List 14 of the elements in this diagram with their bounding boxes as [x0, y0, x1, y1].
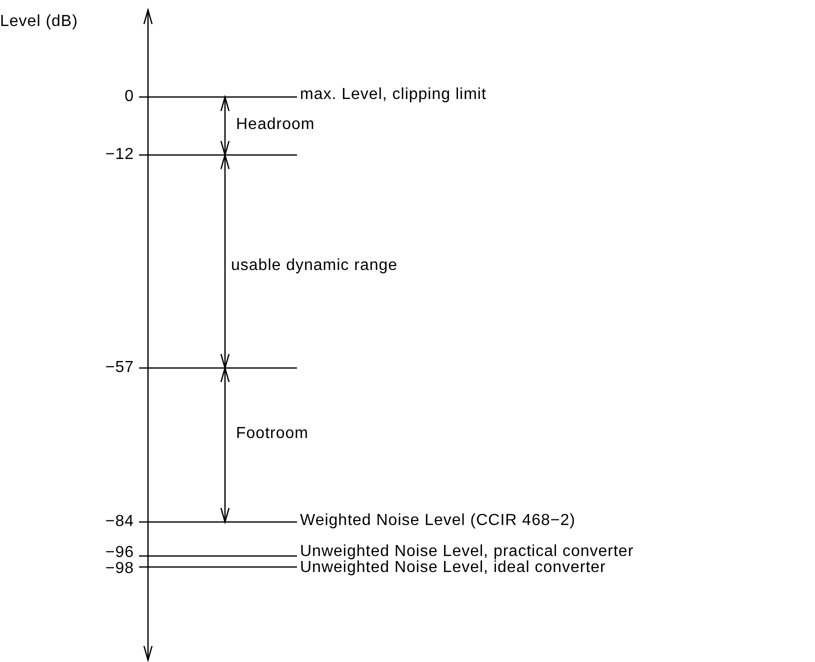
level-label: Unweighted Noise Level, practical converter — [300, 544, 634, 560]
level-label: Unweighted Noise Level, ideal converter — [300, 560, 606, 576]
level-label: Weighted Noise Level (CCIR 468−2) — [300, 513, 576, 529]
tick-label: −12 — [105, 147, 134, 163]
tick-label: −84 — [105, 514, 134, 530]
tick-label: 0 — [124, 89, 134, 105]
tick-label: −96 — [105, 545, 134, 561]
tick-label: −57 — [105, 360, 134, 376]
range-label: Footroom — [236, 426, 308, 442]
range-label: Headroom — [236, 117, 315, 133]
axis-title: Level (dB) — [0, 14, 78, 30]
tick-label: −98 — [105, 561, 134, 577]
range-label: usable dynamic range — [231, 258, 398, 274]
level-label: max. Level, clipping limit — [300, 87, 486, 103]
